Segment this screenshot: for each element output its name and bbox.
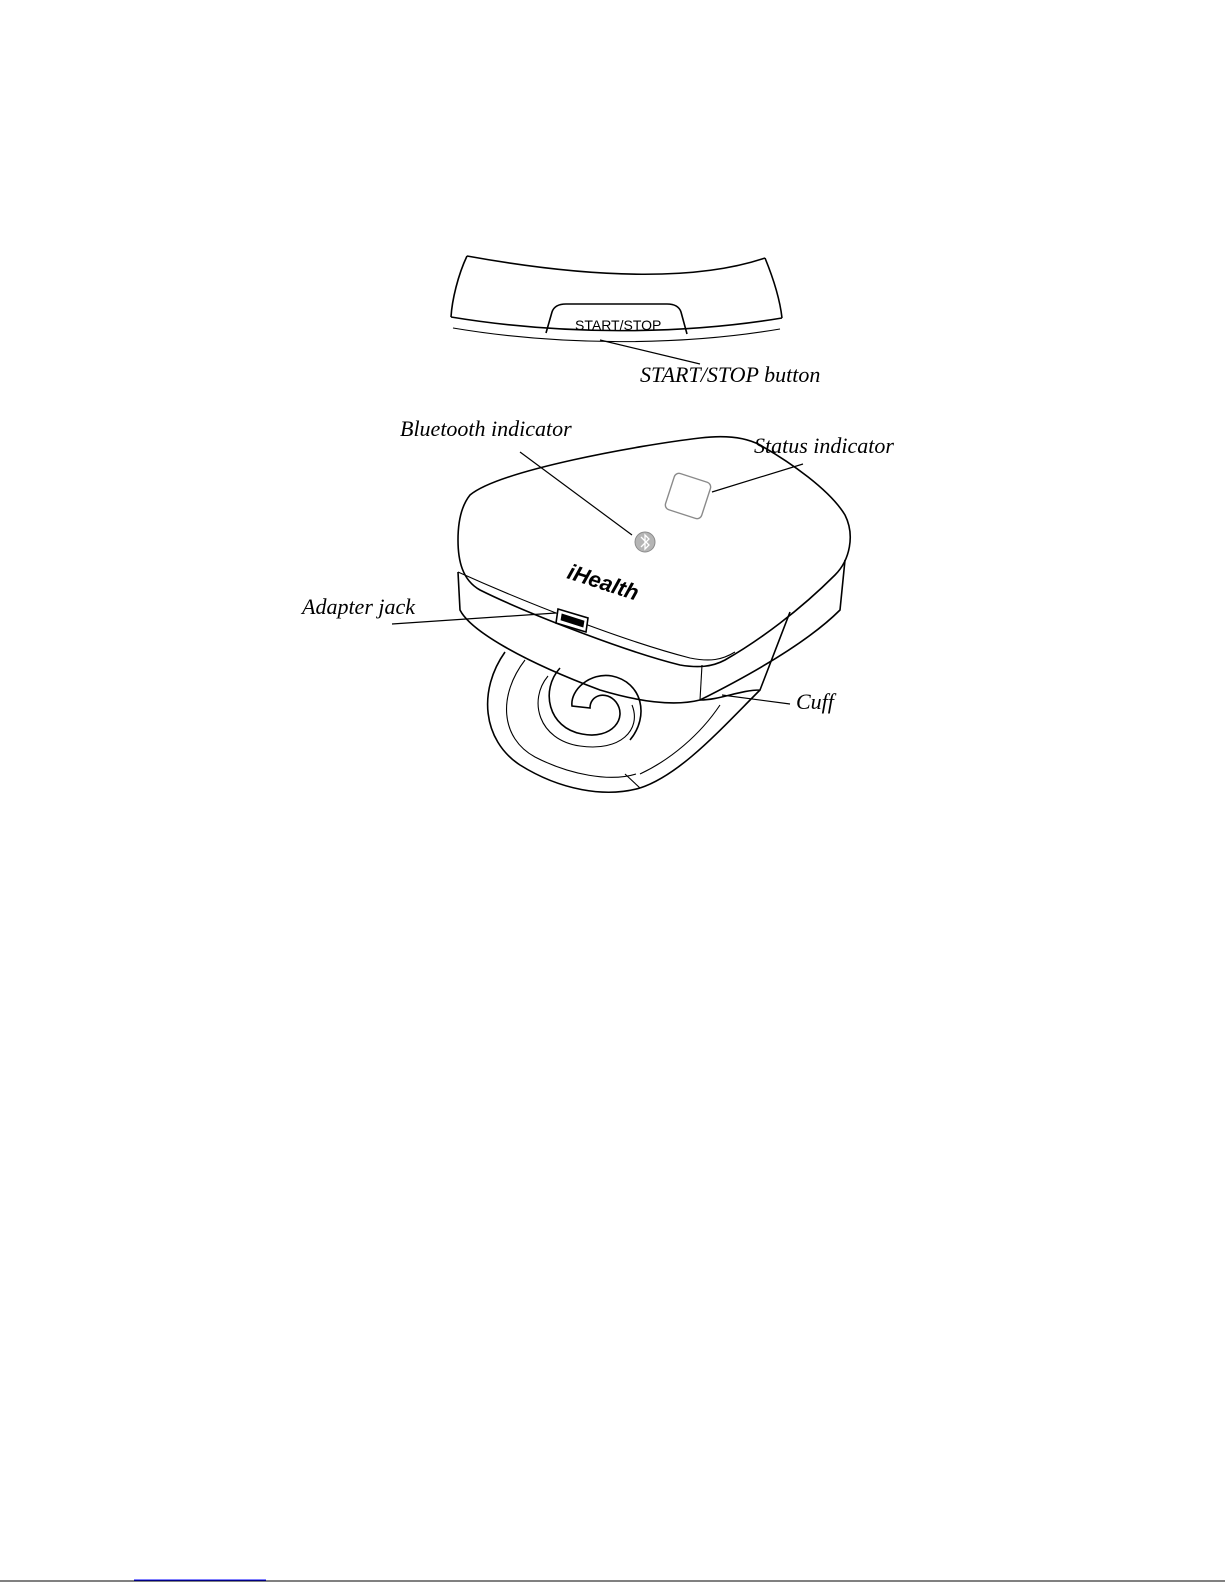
status-indicator-light	[664, 472, 712, 520]
adapter-jack-port	[556, 609, 588, 632]
bluetooth-icon	[635, 532, 655, 552]
bluetooth-callout-group: Bluetooth indicator	[400, 416, 632, 535]
adapter-jack-callout-group: Adapter jack	[300, 594, 556, 624]
cuff-callout: Cuff	[796, 689, 837, 714]
cuff-spiral	[549, 668, 641, 740]
adapter-jack-callout: Adapter jack	[300, 594, 416, 619]
monitor-main-view: iHealth	[458, 437, 850, 793]
cuff-roll	[488, 652, 760, 792]
start-stop-detail-view: START/STOP START/STOP button	[451, 256, 820, 387]
status-indicator-callout: Status indicator	[754, 433, 894, 458]
device-top-surface	[458, 437, 850, 667]
start-stop-callout: START/STOP button	[640, 362, 820, 387]
bluetooth-indicator-callout: Bluetooth indicator	[400, 416, 572, 441]
ihealth-logo: iHealth	[564, 559, 641, 605]
start-stop-button-label: START/STOP	[575, 317, 661, 333]
status-callout-group: Status indicator	[712, 433, 894, 492]
